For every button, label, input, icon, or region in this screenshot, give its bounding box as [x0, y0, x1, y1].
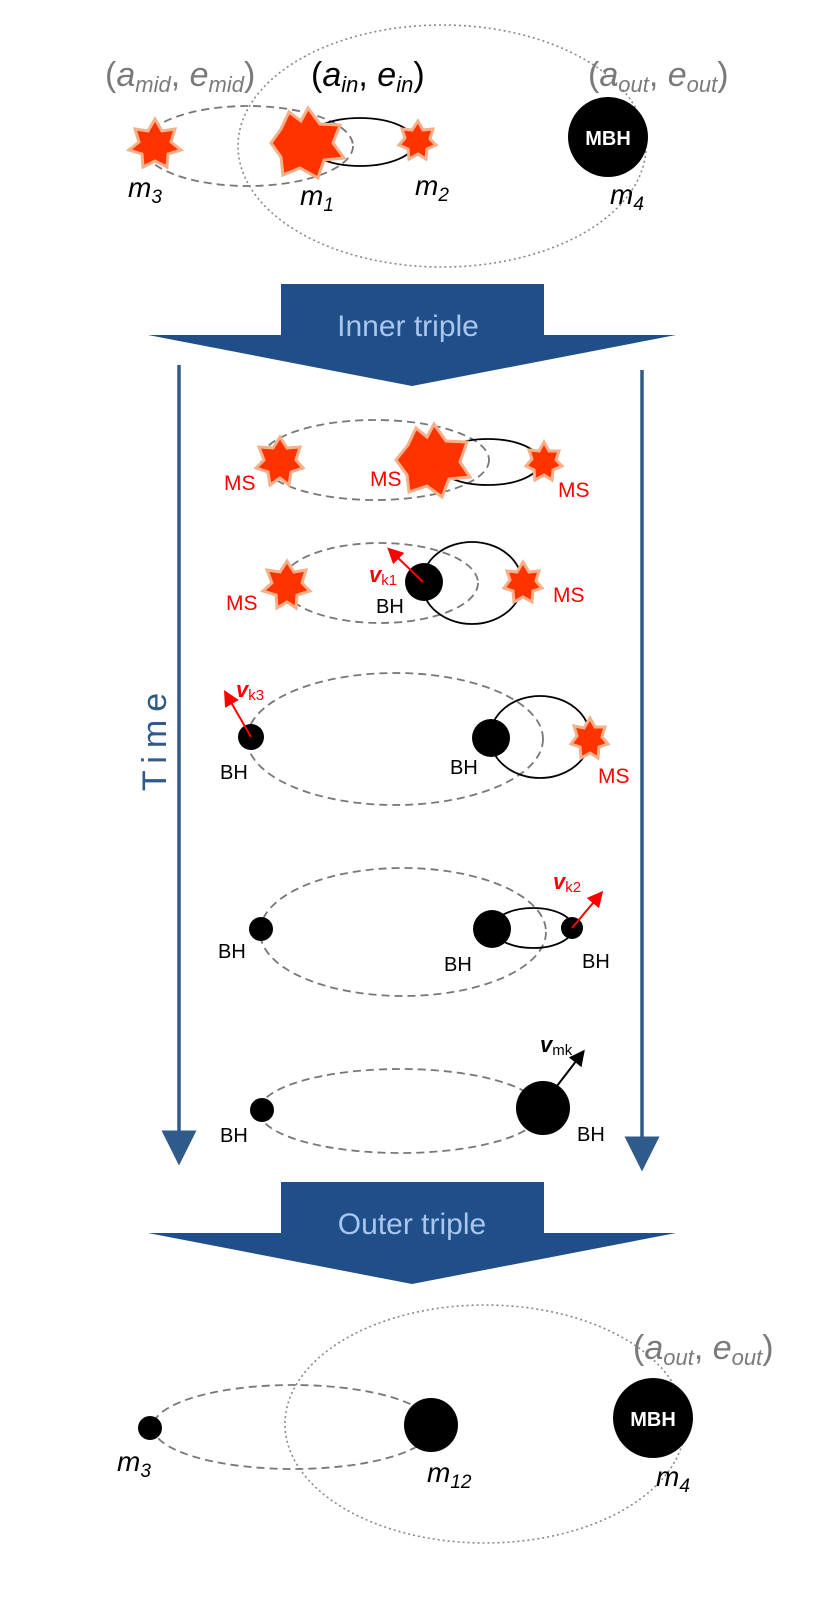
outer-triple-label: Outer triple	[338, 1208, 486, 1241]
star-m2-icon	[396, 118, 439, 162]
stage2-ms-left: MS	[226, 592, 258, 615]
outer-orbit-params-top: (aout, eout)	[588, 56, 729, 97]
stage-5: vmk BH BH	[220, 1032, 605, 1154]
stage2-star-right-icon	[501, 559, 545, 605]
stage5-orbit	[258, 1068, 542, 1154]
stage1-outer-orbit	[260, 419, 490, 501]
outer-triple-banner: Outer triple	[148, 1182, 676, 1284]
stage3-ms-right: MS	[598, 765, 630, 788]
stage4-bh-left: BH	[218, 941, 246, 963]
mbh-bottom-label: MBH	[630, 1409, 676, 1431]
star-m1-icon	[269, 105, 347, 181]
label-m1: m1	[300, 180, 334, 216]
stage2-kick-label: vk1	[369, 562, 397, 589]
stage2-bh-icon	[405, 563, 443, 601]
stage4-kick-label: vk2	[553, 869, 581, 896]
bottom-m3-icon	[138, 1416, 162, 1440]
bottom-m12-icon	[404, 1398, 458, 1452]
stage4-bh-right: BH	[582, 951, 610, 973]
stage1-ms-left: MS	[224, 472, 256, 495]
stage3-outer-orbit	[246, 672, 544, 806]
stage3-star-right-icon	[568, 715, 611, 761]
stage4-outer-orbit	[259, 867, 547, 997]
label-m4-top: m4	[610, 179, 644, 215]
top-configuration: MBH (amid, emid) (ain, ein) (aout, eout)…	[105, 24, 729, 268]
stage5-bh-right-icon	[516, 1081, 570, 1135]
stage1-star-right-icon	[523, 438, 565, 483]
stage4-bh-left-icon	[249, 917, 273, 941]
label-m12: m12	[427, 1457, 472, 1493]
stage5-kick-label: vmk	[540, 1032, 573, 1059]
stage3-kick-arrow	[224, 690, 252, 738]
label-m4-bottom: m4	[656, 1461, 690, 1497]
stage1-ms-mid: MS	[370, 468, 402, 491]
mbh-top-icon	[568, 97, 648, 177]
time-label: Time	[136, 685, 174, 791]
stage3-bh-mid: BH	[450, 757, 478, 779]
outer-triple-arrow-shape	[148, 1182, 676, 1284]
stage1-star-mid-icon	[394, 421, 473, 500]
stage5-bh-left: BH	[220, 1125, 248, 1147]
stage5-kick-arrow	[556, 1049, 585, 1087]
mbh-bottom-icon	[613, 1378, 693, 1458]
inner-triple-arrow-shape	[148, 284, 676, 386]
stage4-bh-mid: BH	[444, 954, 472, 976]
inner-triple-label: Inner triple	[337, 310, 479, 343]
inner-orbit-params: (ain, ein)	[311, 56, 425, 97]
mid-orbit-params: (amid, emid)	[105, 56, 255, 97]
label-m3-top: m3	[128, 172, 162, 208]
stage-2: vk1 MS BH MS	[226, 541, 585, 625]
stage3-bh-mid-icon	[472, 719, 510, 757]
mbh-top-label: MBH	[585, 128, 631, 150]
stage-4: vk2 BH BH BH	[218, 867, 610, 997]
stage1-star-left-icon	[253, 434, 306, 488]
stage3-kick-label: vk3	[236, 677, 264, 704]
stage-1: MS MS MS	[224, 419, 590, 502]
time-axis: Time	[136, 365, 660, 1172]
stage4-bh-mid-icon	[473, 910, 511, 948]
stage4-kick-arrow	[571, 890, 604, 929]
outer-orbit-params-bottom: (aout, eout)	[633, 1329, 774, 1370]
stage3-bh-left: BH	[220, 762, 248, 784]
stage-3: vk3 BH BH MS	[220, 672, 630, 806]
stage2-ms-right: MS	[553, 584, 585, 607]
bottom-configuration: MBH (aout, eout) m3 m12 m4	[117, 1304, 774, 1544]
stage2-star-left-icon	[260, 558, 313, 611]
stage5-bh-right: BH	[577, 1124, 605, 1146]
stage2-kick-arrow	[387, 547, 424, 583]
label-m2: m2	[415, 170, 449, 206]
stage1-ms-right: MS	[558, 479, 590, 502]
inner-triple-banner: Inner triple	[148, 284, 676, 386]
stage5-bh-left-icon	[250, 1098, 274, 1122]
label-m3-bottom: m3	[117, 1446, 151, 1482]
stage2-bh: BH	[376, 596, 404, 618]
star-m3-icon	[125, 116, 185, 170]
